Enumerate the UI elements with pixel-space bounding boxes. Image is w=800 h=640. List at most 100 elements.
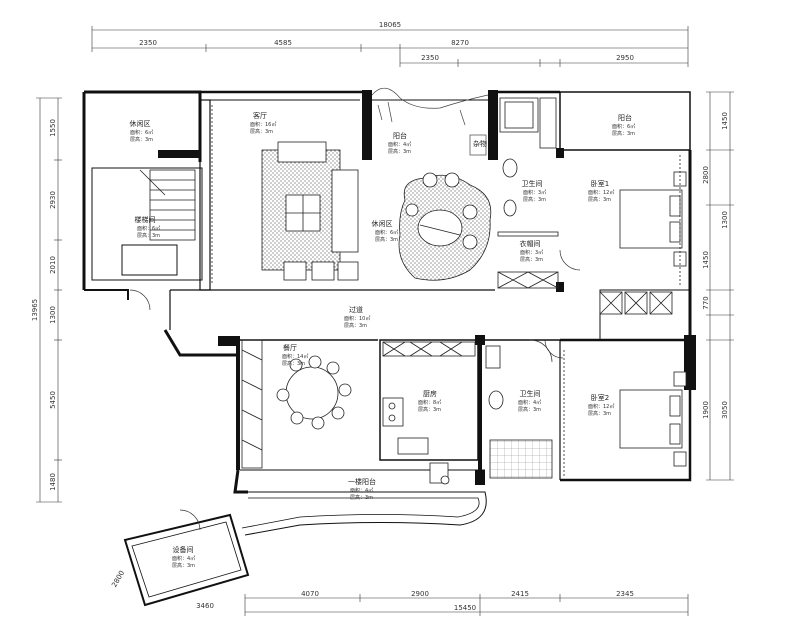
room-label-kitchen: 厨房 面积：8㎡ 层高：3m bbox=[418, 389, 441, 413]
svg-text:层高：3m: 层高：3m bbox=[350, 494, 373, 501]
dim-top-total: 18065 bbox=[379, 21, 401, 29]
svg-text:层高：3m: 层高：3m bbox=[250, 128, 273, 135]
svg-text:面积：6㎡: 面积：6㎡ bbox=[375, 229, 398, 236]
dim-corner-2: 3460 bbox=[196, 602, 214, 610]
room-label-utility-room: 设备间 面积：4㎡ 层高：3m bbox=[172, 545, 195, 569]
svg-text:面积：6㎡: 面积：6㎡ bbox=[137, 225, 160, 232]
svg-text:层高：3m: 层高：3m bbox=[518, 406, 541, 413]
dim-bottom-4: 2345 bbox=[616, 590, 634, 598]
dim-left-1: 1550 bbox=[49, 119, 57, 137]
bathroom-1-fixtures bbox=[497, 97, 559, 237]
svg-text:面积：10㎡: 面积：10㎡ bbox=[344, 315, 370, 322]
svg-text:阳台: 阳台 bbox=[618, 113, 632, 122]
svg-text:餐厅: 餐厅 bbox=[283, 343, 297, 352]
room-label-leisure-room: 休闲区 面积：6㎡ 层高：3m bbox=[372, 219, 399, 243]
svg-text:层高：3m: 层高：3m bbox=[523, 196, 546, 203]
svg-text:层高：3m: 层高：3m bbox=[588, 196, 611, 203]
leisure-room-furniture bbox=[398, 172, 492, 281]
room-label-balcony-north: 阳台 面积：4㎡ 层高：3m bbox=[388, 131, 411, 155]
dim-top-2: 4585 bbox=[274, 39, 292, 47]
dim-right-4: 1450 bbox=[702, 251, 710, 269]
room-label-living-room: 客厅 面积：16㎡ 层高：3m bbox=[250, 111, 276, 135]
room-label-corridor: 过道 面积：10㎡ 层高：3m bbox=[344, 305, 370, 329]
dimensions-right bbox=[706, 91, 734, 481]
bedroom-2-furniture bbox=[563, 350, 687, 476]
dim-bottom-1: 4070 bbox=[301, 590, 319, 598]
room-label-balcony-south: 一楼阳台 面积：4㎡ 层高：3m bbox=[348, 477, 376, 501]
svg-text:面积：4㎡: 面积：4㎡ bbox=[350, 487, 373, 494]
doors bbox=[129, 249, 581, 531]
svg-text:一楼阳台: 一楼阳台 bbox=[348, 477, 376, 486]
svg-text:层高：3m: 层高：3m bbox=[520, 256, 543, 263]
svg-text:设备间: 设备间 bbox=[173, 545, 194, 554]
svg-text:面积：3㎡: 面积：3㎡ bbox=[520, 249, 543, 256]
dimensions-bottom bbox=[244, 594, 689, 616]
svg-text:面积：6㎡: 面积：6㎡ bbox=[130, 129, 153, 136]
svg-text:阳台: 阳台 bbox=[393, 131, 407, 140]
svg-text:面积：6㎡: 面积：6㎡ bbox=[612, 123, 635, 130]
svg-text:层高：3m: 层高：3m bbox=[137, 232, 160, 239]
room-label-balcony-ne: 阳台 面积：6㎡ 层高：3m bbox=[612, 113, 635, 137]
room-label-bedroom-2: 卧室2 面积：12㎡ 层高：3m bbox=[588, 393, 614, 417]
svg-text:层高：3m: 层高：3m bbox=[375, 236, 398, 243]
svg-text:面积：14㎡: 面积：14㎡ bbox=[282, 353, 308, 360]
svg-text:层高：3m: 层高：3m bbox=[588, 410, 611, 417]
dim-right-2: 2800 bbox=[702, 166, 710, 184]
svg-text:层高：3m: 层高：3m bbox=[282, 360, 305, 367]
columns bbox=[158, 148, 564, 485]
dining-furniture bbox=[241, 339, 352, 469]
svg-text:层高：3m: 层高：3m bbox=[130, 136, 153, 143]
dim-left-4: 1300 bbox=[49, 306, 57, 324]
svg-text:休闲区: 休闲区 bbox=[372, 219, 393, 228]
bedroom-1-furniture bbox=[599, 155, 687, 315]
dim-bottom-3: 2415 bbox=[511, 590, 529, 598]
svg-text:面积：12㎡: 面积：12㎡ bbox=[588, 189, 614, 196]
room-label-bedroom-1: 卧室1 面积：12㎡ 层高：3m bbox=[588, 179, 614, 203]
svg-text:面积：8㎡: 面积：8㎡ bbox=[418, 399, 441, 406]
walls bbox=[82, 90, 696, 607]
svg-text:层高：3m: 层高：3m bbox=[612, 130, 635, 137]
svg-text:杂物: 杂物 bbox=[473, 139, 487, 148]
dim-left-6: 1480 bbox=[49, 473, 57, 491]
svg-text:客厅: 客厅 bbox=[253, 111, 267, 120]
dim-top-1: 2350 bbox=[139, 39, 157, 47]
dim-corner-1: 2800 bbox=[110, 569, 126, 588]
svg-text:衣帽间: 衣帽间 bbox=[520, 239, 541, 248]
svg-text:层高：3m: 层高：3m bbox=[172, 562, 195, 569]
svg-text:卧室2: 卧室2 bbox=[591, 393, 609, 402]
svg-text:休闲区: 休闲区 bbox=[130, 119, 151, 128]
dim-top-5: 2950 bbox=[616, 54, 634, 62]
dim-right-5: 770 bbox=[702, 296, 710, 309]
dim-bottom-total: 15450 bbox=[454, 604, 476, 612]
dim-left-5: 5450 bbox=[49, 391, 57, 409]
svg-text:面积：3㎡: 面积：3㎡ bbox=[523, 189, 546, 196]
svg-text:面积：4㎡: 面积：4㎡ bbox=[172, 555, 195, 562]
dim-bottom-2: 2900 bbox=[411, 590, 429, 598]
room-label-stairwell: 楼梯间 面积：6㎡ 层高：3m bbox=[135, 215, 161, 239]
svg-text:层高：3m: 层高：3m bbox=[418, 406, 441, 413]
svg-text:楼梯间: 楼梯间 bbox=[135, 215, 156, 224]
svg-text:卫生间: 卫生间 bbox=[522, 179, 543, 188]
room-label-dining-room: 餐厅 面积：14㎡ 层高：3m bbox=[282, 343, 308, 367]
svg-text:厨房: 厨房 bbox=[423, 389, 437, 398]
living-room-furniture bbox=[211, 105, 359, 285]
svg-text:层高：3m: 层高：3m bbox=[388, 148, 411, 155]
svg-text:卫生间: 卫生间 bbox=[520, 389, 541, 398]
dim-right-1: 1450 bbox=[721, 112, 729, 130]
bathroom-2-fixtures bbox=[485, 345, 553, 479]
svg-text:面积：12㎡: 面积：12㎡ bbox=[588, 403, 614, 410]
room-label-cloakroom: 衣帽间 面积：3㎡ 层高：3m bbox=[520, 239, 544, 263]
svg-text:层高：3m: 层高：3m bbox=[344, 322, 367, 329]
svg-text:面积：4㎡: 面积：4㎡ bbox=[388, 141, 411, 148]
kitchen-fixtures bbox=[382, 341, 476, 485]
dim-right-6: 3050 bbox=[721, 401, 729, 419]
stair-steps bbox=[139, 169, 196, 241]
dim-right-3: 1300 bbox=[721, 211, 729, 229]
dimensions-top bbox=[91, 26, 689, 67]
balcony-north-plants bbox=[371, 87, 489, 156]
room-label-leisure-area: 休闲区 面积：6㎡ 层高：3m bbox=[130, 119, 154, 143]
dimensions-left bbox=[36, 97, 62, 503]
room-label-storage: 杂物 bbox=[473, 139, 487, 148]
svg-text:面积：4㎡: 面积：4㎡ bbox=[518, 399, 541, 406]
dim-left-2: 2930 bbox=[49, 191, 57, 209]
